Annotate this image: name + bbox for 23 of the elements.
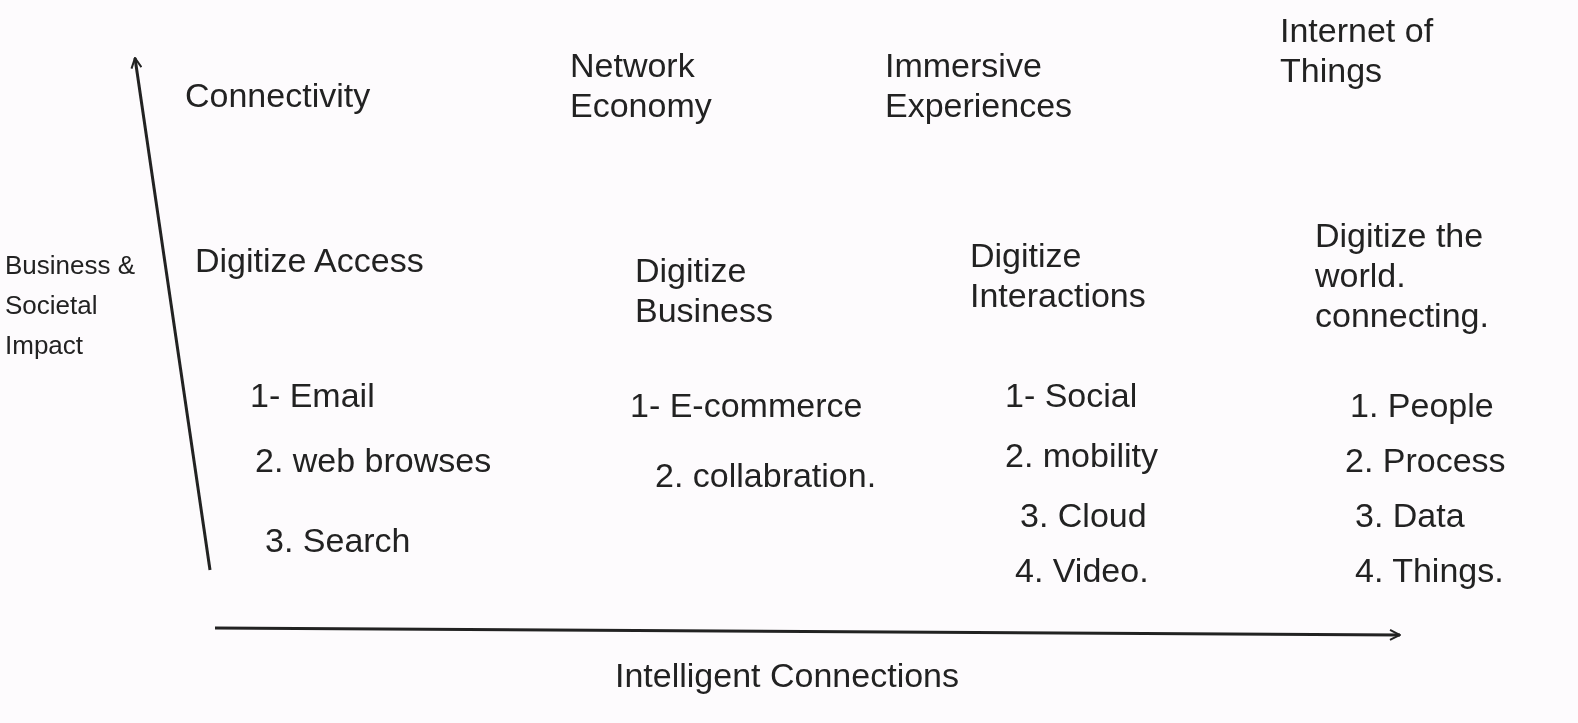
- stage-heading: Digitize Interactions: [970, 235, 1147, 315]
- list-item: 3. Data: [1355, 495, 1465, 535]
- stage-heading: Digitize Access: [195, 240, 424, 280]
- list-item: 4. Video.: [1015, 550, 1149, 590]
- column-heading: Internet of Things: [1280, 10, 1435, 90]
- stage-heading: Digitize Business: [635, 250, 774, 330]
- stage-heading: Digitize the world. connecting.: [1315, 215, 1490, 335]
- column-heading: Connectivity: [185, 75, 371, 115]
- list-item: 2. collabration.: [655, 455, 877, 495]
- axis-label: Intelligent Connections: [615, 655, 959, 695]
- list-item: 1- E-commerce: [630, 385, 863, 425]
- list-item: 2. web browses: [255, 440, 492, 480]
- column-heading: Immersive Experiences: [885, 45, 1074, 125]
- list-item: 2. mobility: [1005, 435, 1159, 475]
- list-item: 1- Social: [1005, 375, 1138, 415]
- list-item: 1- Email: [250, 375, 375, 415]
- list-item: 3. Search: [265, 520, 411, 560]
- axis-label: Business & Societal Impact: [5, 249, 137, 362]
- list-item: 3. Cloud: [1020, 495, 1147, 535]
- list-item: 4. Things.: [1355, 550, 1504, 590]
- list-item: 2. Process: [1345, 440, 1506, 480]
- column-heading: Network Economy: [570, 45, 713, 125]
- list-item: 1. People: [1350, 385, 1494, 425]
